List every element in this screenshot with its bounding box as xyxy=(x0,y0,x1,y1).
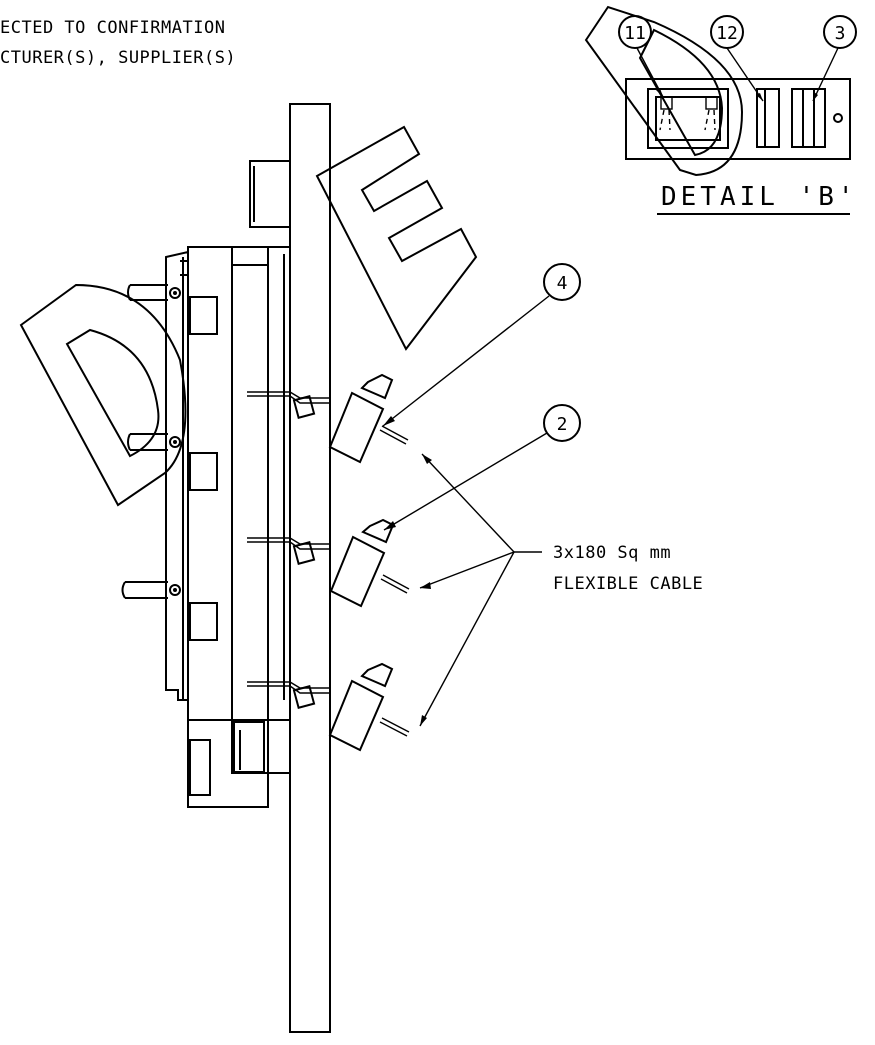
cable-lug-1 xyxy=(328,391,385,464)
watermark-letters xyxy=(19,5,744,507)
note-line-1: ECTED TO CONFIRMATION xyxy=(0,18,225,38)
detail-panel-outline xyxy=(625,78,851,160)
internal-block-3 xyxy=(189,602,218,641)
cable-gland-1 xyxy=(247,373,409,464)
watermark-d-left xyxy=(19,283,187,507)
watermark-d-detail xyxy=(584,5,744,177)
cable-gland-2 xyxy=(247,518,410,608)
internal-block-4 xyxy=(189,739,211,796)
balloon-4-label: 4 xyxy=(557,273,568,294)
breaker-3 xyxy=(791,88,826,148)
balloon-2-label: 2 xyxy=(557,414,568,435)
hinge-bottom xyxy=(121,581,181,599)
internal-block-2 xyxy=(189,452,218,491)
mounting-plate xyxy=(289,103,331,1033)
balloon-2 xyxy=(543,404,581,442)
cable-lug-3 xyxy=(328,679,385,752)
socket-outline xyxy=(647,88,729,149)
enclosure-cover xyxy=(231,246,291,774)
cable-label-line-1: 3x180 Sq mm xyxy=(553,543,671,563)
switch-12 xyxy=(756,88,780,148)
cable-lug-2 xyxy=(329,535,386,608)
hinge-middle xyxy=(127,433,181,451)
balloon-12-label: 12 xyxy=(716,23,738,44)
cable-label-line-2: FLEXIBLE CABLE xyxy=(553,574,703,594)
socket-pin-hidden-lines xyxy=(659,109,716,131)
detail-b: 11 12 3 DETAIL 'B' xyxy=(618,15,858,215)
socket-pin-left xyxy=(660,96,673,110)
enclosure-door xyxy=(165,250,189,701)
balloon-3-label: 3 xyxy=(835,23,846,44)
cable-callout xyxy=(419,453,542,727)
balloon-3 xyxy=(823,15,857,49)
balloon-11-label: 11 xyxy=(624,23,646,44)
detail-title: DETAIL 'B' xyxy=(661,182,858,212)
socket-inner xyxy=(655,96,721,141)
balloon-4 xyxy=(543,263,581,301)
plate-boss xyxy=(249,160,291,228)
socket-pin-right xyxy=(705,96,718,110)
note-line-2: CTURER(S), SUPPLIER(S) xyxy=(0,48,236,68)
indicator-dot xyxy=(833,113,843,123)
internal-block-5 xyxy=(233,721,265,773)
hinge-top xyxy=(127,284,181,301)
main-assembly: 4 2 3x180 Sq mm FLEXIBLE CABLE xyxy=(121,103,703,1033)
watermark-e xyxy=(315,125,478,351)
internal-block-1 xyxy=(189,296,218,335)
cable-gland-3 xyxy=(247,662,410,752)
